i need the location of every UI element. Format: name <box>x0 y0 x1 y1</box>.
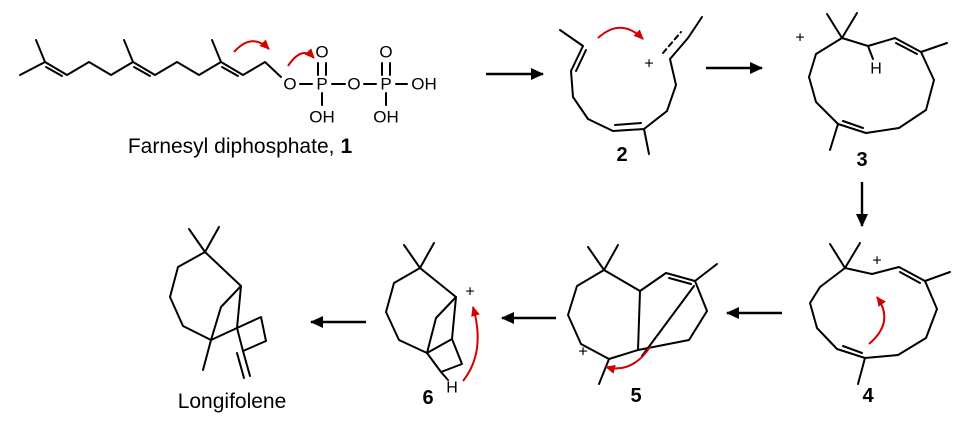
atom-label-terminal-oh: OH <box>411 75 437 94</box>
plus-charge: + <box>795 30 804 47</box>
bond-lines <box>809 242 951 385</box>
caption-farnesyl-name: Farnesyl diphosphate, <box>128 135 335 158</box>
curved-arrow-transannular-4 <box>868 296 886 345</box>
structure-longifolene: Longifolene <box>169 226 287 413</box>
compound-number-6: 6 <box>422 387 433 409</box>
bond-lines <box>169 226 267 379</box>
structure-cation-3: + H 3 <box>795 12 948 171</box>
compound-number-1: 1 <box>340 135 352 158</box>
h-label-3: H <box>870 61 882 78</box>
structure-cation-6: + H 6 <box>385 242 480 409</box>
atom-label-p2-double-o: O <box>379 43 392 62</box>
atom-label-p2: P <box>380 75 391 94</box>
curved-arrow-ionization-1 <box>233 39 270 53</box>
atom-label-p1-oh: OH <box>309 108 335 127</box>
bond-lines <box>567 244 718 385</box>
compound-number-4: 4 <box>862 385 874 407</box>
bond-lines <box>19 39 408 106</box>
bond-lines <box>385 242 463 381</box>
caption-longifolene: Longifolene <box>178 390 287 413</box>
atom-label-bridge-o: O <box>347 75 360 94</box>
plus-charge: + <box>872 253 881 270</box>
structure-cation-4: + 4 <box>809 242 951 407</box>
bond-lines <box>559 16 703 155</box>
compound-number-3: 3 <box>856 149 867 171</box>
compound-number-5: 5 <box>630 385 641 407</box>
atom-label-p1-double-o: O <box>315 43 328 62</box>
atom-label-p2-oh: OH <box>373 108 399 127</box>
curved-arrow-ionization-2 <box>287 48 315 67</box>
plus-charge: + <box>578 344 587 361</box>
structure-farnesyl-diphosphate: O P O OH O P O OH OH Farnesyl diphosphat… <box>19 39 437 158</box>
structure-cation-5: + 5 <box>567 244 718 407</box>
curved-arrow-hydride-6 <box>462 306 480 382</box>
h-label-6: H <box>446 380 458 397</box>
plus-charge: + <box>465 284 474 301</box>
structure-cation-2: + 2 <box>559 16 703 166</box>
compound-number-2: 2 <box>616 144 627 166</box>
curved-arrow-cyclization-2 <box>597 26 644 40</box>
atom-label-ester-o: O <box>283 75 296 94</box>
plus-charge: + <box>644 56 653 73</box>
caption-farnesyl: Farnesyl diphosphate,1 <box>128 135 353 158</box>
atom-label-p1: P <box>316 75 327 94</box>
bond-lines <box>808 12 948 151</box>
curved-arrow-shift-5 <box>605 346 651 374</box>
